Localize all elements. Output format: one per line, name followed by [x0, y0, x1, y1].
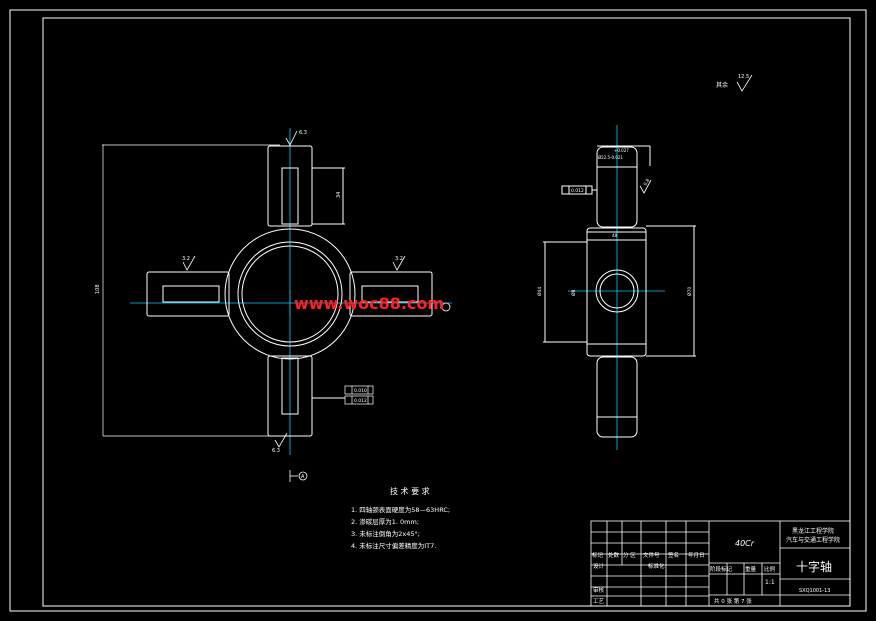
watermark-text: www.woc88.com [294, 294, 444, 313]
tech-req-item-3: 3. 未标注倒角为2x45°; [351, 529, 420, 538]
row-design: 设计 [593, 562, 605, 570]
stage-mark-label: 阶段标记 [710, 565, 733, 573]
roughness-top-label: 6.3 [299, 130, 307, 136]
school-name: 黑龙江工程学院 [792, 527, 834, 535]
side-view: 0.8 +0.027 Ø22.5-0.021 0.012 48 Ø44 Ø70 … [536, 125, 696, 450]
surface-note-value: 12.5 [738, 74, 749, 80]
hub-width-dim: 48 [612, 233, 618, 238]
side-small-dim: Ø8 [570, 289, 577, 296]
scale-value: 1:1 [765, 579, 775, 586]
row-process: 工艺 [593, 598, 605, 605]
hub-height-dim: Ø44 [536, 287, 543, 296]
tolerance-diameter: Ø22.5-0.021 [598, 155, 623, 160]
scale-label: 比例 [764, 565, 776, 573]
tech-req-item-4: 4. 未标注尺寸偏差精度为IT7. [351, 541, 436, 550]
roughness-bottom-label: 6.3 [272, 448, 280, 454]
arm-length-dim: 34 [336, 192, 342, 198]
sheet-info: 共 0 张 第 7 张 [714, 597, 752, 605]
side-gt-value: 0.012 [571, 188, 584, 194]
surface-note-label: 其余 [716, 81, 728, 89]
header-sign: 签名 [668, 551, 679, 559]
header-mark: 标记 [592, 551, 604, 559]
weight-label: 重量 [745, 565, 757, 573]
department-name: 汽车与交通工程学院 [786, 536, 840, 544]
row-review: 审核 [593, 586, 605, 594]
header-count: 处数 [608, 551, 620, 559]
surface-note: 其余 12.5 [716, 74, 753, 92]
title-block: 40Cr 黑龙江工程学院 汽车与交通工程学院 十字轴 SXQ1001-13 标记… [590, 520, 851, 607]
roughness-right-label: 3.2 [395, 256, 403, 262]
tech-req-item-2: 2. 渗碳层厚为1. 0mm; [351, 517, 419, 526]
header-zone: 分 区 [623, 551, 636, 559]
roughness-side-label: 0.8 [643, 178, 652, 187]
material-label: 40Cr [735, 539, 755, 548]
header-file: 文件号 [643, 551, 660, 559]
datum-label: A [301, 474, 305, 480]
side-overall-dim: Ø70 [686, 287, 693, 296]
overall-length-dim: 108 [95, 284, 101, 294]
header-date: 年月日 [688, 551, 705, 559]
front-view: 6.3 3.2 3.2 6.3 108 34 0.010 0.012 A [95, 128, 452, 482]
row-standardization: 标准化 [648, 562, 665, 570]
tolerance-upper: +0.027 [614, 148, 629, 153]
technical-requirements: 技 术 要 求 1. 四轴颈表面硬度为58—63HRC; 2. 渗碳层厚为1. … [351, 486, 450, 550]
part-name: 十字轴 [796, 559, 832, 574]
gt-frame-1-value: 0.010 [354, 388, 367, 394]
drawing-number: SXQ1001-13 [799, 588, 830, 594]
roughness-left-label: 3.2 [182, 256, 190, 262]
tech-req-title: 技 术 要 求 [390, 486, 430, 496]
gt-frame-2-value: 0.012 [354, 398, 367, 404]
sheet-border [9, 9, 867, 612]
tech-req-item-1: 1. 四轴颈表面硬度为58—63HRC; [351, 505, 450, 514]
